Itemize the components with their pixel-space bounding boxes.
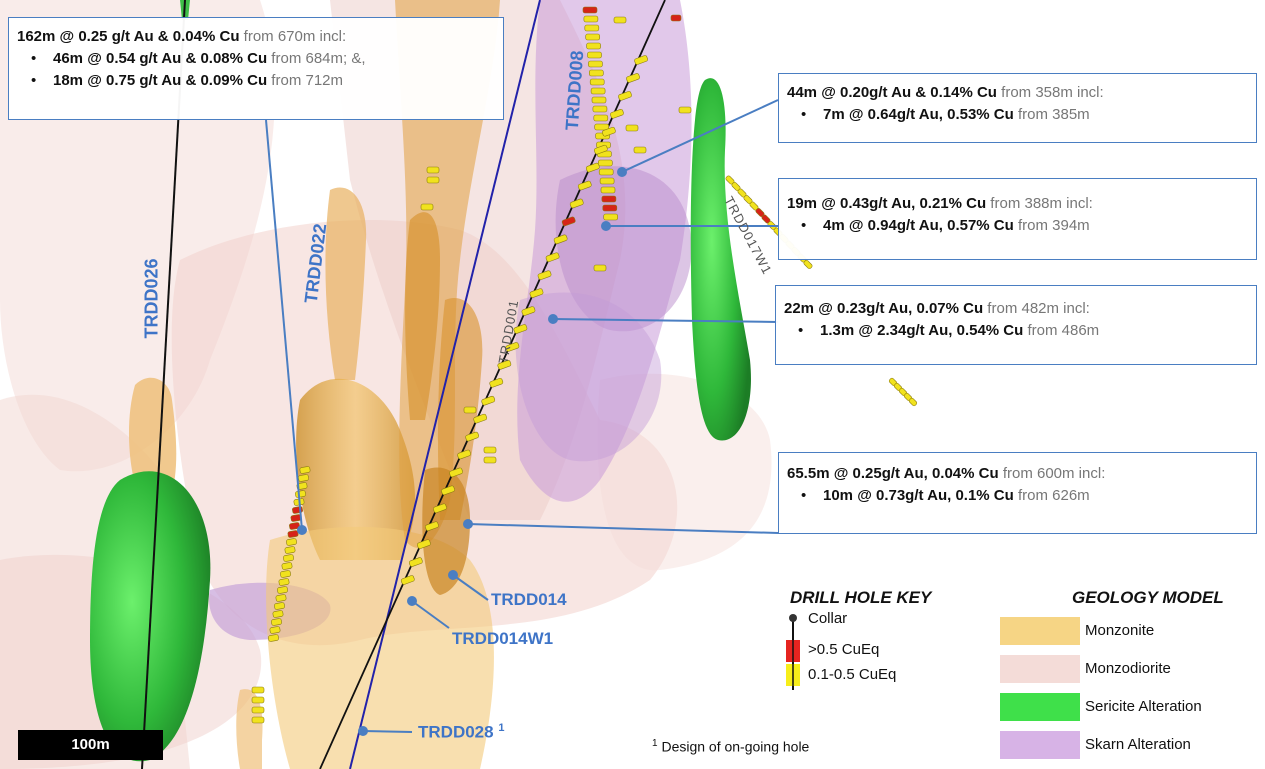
drill-interval-segment [593, 106, 607, 112]
drill-interval-segment [589, 70, 603, 76]
hole-label-trdd028-text: TRDD028 [418, 723, 494, 742]
drill-interval-segment [588, 52, 602, 58]
monzonite-swatch [1000, 617, 1080, 645]
drill-interval-segment [586, 34, 600, 40]
footnote-text: Design of on-going hole [658, 739, 810, 755]
hole-label-trdd028: TRDD028 1 [418, 722, 504, 743]
callout-sub-depth: from 712m [267, 72, 343, 89]
drill-interval-segment [634, 147, 646, 153]
drill-interval-segment [583, 7, 597, 13]
drill-interval-segment [671, 15, 681, 21]
drill-key-high-grade: >0.5 CuEq [808, 641, 879, 658]
drill-interval-segment [421, 204, 433, 210]
callout-sub-depth: from 684m; &, [267, 50, 365, 67]
drill-interval-segment [598, 160, 612, 166]
callout-main-intercept: 19m @ 0.43g/t Au, 0.21% Cu [787, 195, 986, 212]
geology-key-sericite: Sericite Alteration [1085, 698, 1202, 715]
drill-interval-segment [603, 205, 617, 211]
drill-interval-segment [599, 169, 613, 175]
hole-label-trdd026: TRDD026 [142, 258, 163, 338]
drill-interval-segment [592, 97, 606, 103]
geology-key-skarn: Skarn Alteration [1085, 736, 1191, 753]
drill-interval-segment [427, 177, 439, 183]
callout-sub-intercept: 1.3m @ 2.34g/t Au, 0.54% Cu [820, 322, 1023, 339]
callout-main-intercept: 44m @ 0.20g/t Au & 0.14% Cu [787, 84, 997, 101]
callout-main-intercept: 22m @ 0.23g/t Au, 0.07% Cu [784, 300, 983, 317]
drill-interval-segment [602, 196, 616, 202]
drill-key-title: DRILL HOLE KEY [790, 588, 931, 608]
monzodiorite-swatch [1000, 655, 1080, 683]
drill-interval-segment [600, 178, 614, 184]
drill-interval-segment [252, 687, 264, 693]
callout-main-intercept: 162m @ 0.25 g/t Au & 0.04% Cu [17, 28, 239, 45]
callout-sub-depth: from 626m [1014, 487, 1090, 504]
callout-sub-depth: from 394m [1014, 217, 1090, 234]
drill-key-collar: Collar [808, 610, 847, 627]
drill-interval-segment [604, 214, 618, 220]
hole-label-trdd014w1: TRDD014W1 [452, 629, 553, 649]
callout-sub-depth: from 385m [1014, 106, 1090, 123]
assay-callout-trdd022: 162m @ 0.25 g/t Au & 0.04% Cu from 670m … [8, 17, 504, 120]
assay-callout-trdd001-middle: 22m @ 0.23g/t Au, 0.07% Cu from 482m inc… [775, 285, 1257, 365]
assay-callout-trdd001-upper: 19m @ 0.43g/t Au, 0.21% Cu from 388m inc… [778, 178, 1257, 260]
drill-interval-segment [588, 61, 602, 67]
hole-label-trdd014: TRDD014 [491, 590, 567, 610]
callout-sub-intercept: 18m @ 0.75 g/t Au & 0.09% Cu [53, 72, 267, 89]
geology-key-title: GEOLOGY MODEL [1072, 588, 1224, 608]
footnote: 1 Design of on-going hole [652, 738, 809, 755]
scale-bar: 100m [18, 730, 163, 760]
callout-main-depth: from 482m incl: [983, 300, 1090, 317]
callout-sub-depth: from 486m [1023, 322, 1099, 339]
drill-key-low-grade: 0.1-0.5 CuEq [808, 666, 896, 683]
callout-main-depth: from 600m incl: [999, 465, 1106, 482]
hole-label-trdd028-sup: 1 [498, 722, 504, 734]
assay-callout-trdd001-lower: 65.5m @ 0.25g/t Au, 0.04% Cu from 600m i… [778, 452, 1257, 534]
drill-interval-segment [252, 697, 264, 703]
drill-interval-segment [594, 115, 608, 121]
callout-main-depth: from 670m incl: [239, 28, 346, 45]
drill-interval-segment [601, 187, 615, 193]
geology-key-monzonite: Monzonite [1085, 622, 1154, 639]
callout-sub-intercept: 46m @ 0.54 g/t Au & 0.08% Cu [53, 50, 267, 67]
drill-interval-segment [252, 707, 264, 713]
drill-interval-segment [252, 717, 264, 723]
assay-callout-trdd008: 44m @ 0.20g/t Au & 0.14% Cu from 358m in… [778, 73, 1257, 143]
drill-interval-segment [594, 265, 606, 271]
drill-interval-segment [626, 125, 638, 131]
callout-main-intercept: 65.5m @ 0.25g/t Au, 0.04% Cu [787, 465, 999, 482]
skarn-swatch [1000, 731, 1080, 759]
drill-interval-segment [591, 88, 605, 94]
callout-main-depth: from 358m incl: [997, 84, 1104, 101]
drill-interval-segment [584, 16, 598, 22]
drill-interval-segment [464, 407, 476, 413]
drill-key-symbols [786, 614, 800, 690]
geology-key-monzodiorite: Monzodiorite [1085, 660, 1171, 677]
drill-interval-segment [484, 447, 496, 453]
drill-interval-segment [484, 457, 496, 463]
callout-sub-intercept: 7m @ 0.64g/t Au, 0.53% Cu [823, 106, 1014, 123]
callout-main-depth: from 388m incl: [986, 195, 1093, 212]
callout-sub-intercept: 4m @ 0.94g/t Au, 0.57% Cu [823, 217, 1014, 234]
callout-sub-intercept: 10m @ 0.73g/t Au, 0.1% Cu [823, 487, 1014, 504]
sericite-swatch [1000, 693, 1080, 721]
drill-interval-segment [614, 17, 626, 23]
drill-interval-segment [587, 43, 601, 49]
drill-interval-segment [585, 25, 599, 31]
drill-interval-segment [679, 107, 691, 113]
drill-interval-segment [427, 167, 439, 173]
drill-interval-segment [590, 79, 604, 85]
